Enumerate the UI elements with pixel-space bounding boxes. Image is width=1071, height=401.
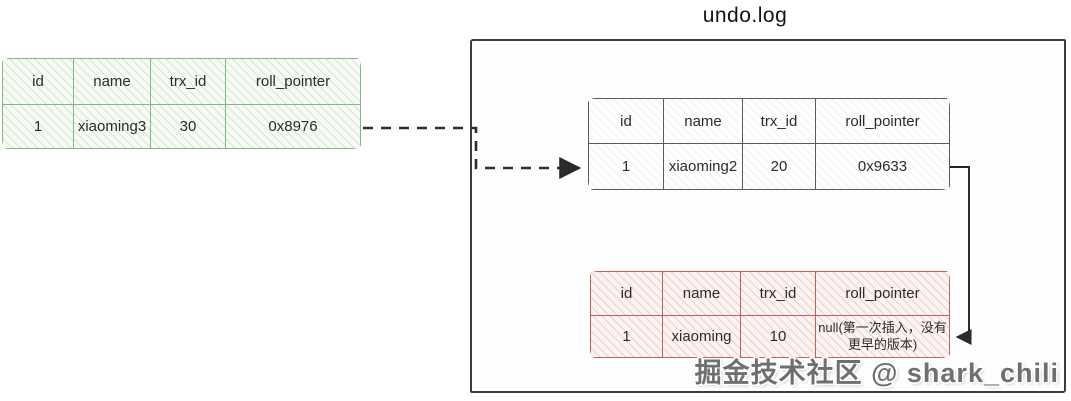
- header-cell-id: id: [591, 272, 663, 316]
- cell-name-value: xiaoming3: [74, 105, 151, 148]
- cell-trx-id-value: 10: [741, 316, 816, 357]
- current-record-table: id name trx_id roll_pointer 1 xiaoming3 …: [2, 58, 361, 149]
- cell-trx-id-value: 20: [743, 144, 816, 189]
- cell-id-value: 1: [591, 316, 663, 357]
- header-cell-trx-id: trx_id: [741, 272, 816, 316]
- undo-log-title: undo.log: [702, 4, 788, 27]
- cell-id-value: 1: [589, 144, 664, 189]
- cell-roll-pointer-value: 0x8976: [226, 105, 360, 148]
- watermark-text: 掘金技术社区 @ shark_chili: [694, 358, 1059, 388]
- header-cell-roll-pointer: roll_pointer: [816, 99, 949, 144]
- cell-name-value: xiaoming2: [664, 144, 743, 189]
- header-cell-roll-pointer: roll_pointer: [816, 272, 949, 316]
- header-cell-name: name: [663, 272, 741, 316]
- header-cell-trx-id: trx_id: [743, 99, 816, 144]
- header-cell-id: id: [589, 99, 664, 144]
- cell-name-value: xiaoming: [663, 316, 741, 357]
- cell-roll-pointer-value: 0x9633: [816, 144, 949, 189]
- header-cell-name: name: [664, 99, 743, 144]
- header-cell-id: id: [3, 59, 74, 105]
- cell-trx-id-value: 30: [151, 105, 226, 148]
- cell-roll-pointer-value: null(第一次插入，没有更早的版本): [816, 316, 949, 357]
- header-cell-trx-id: trx_id: [151, 59, 226, 105]
- undo-version1-table: id name trx_id roll_pointer 1 xiaoming 1…: [590, 271, 950, 358]
- cell-id-value: 1: [3, 105, 74, 148]
- header-cell-roll-pointer: roll_pointer: [226, 59, 360, 105]
- header-cell-name: name: [74, 59, 151, 105]
- undo-version2-table: id name trx_id roll_pointer 1 xiaoming2 …: [588, 98, 950, 190]
